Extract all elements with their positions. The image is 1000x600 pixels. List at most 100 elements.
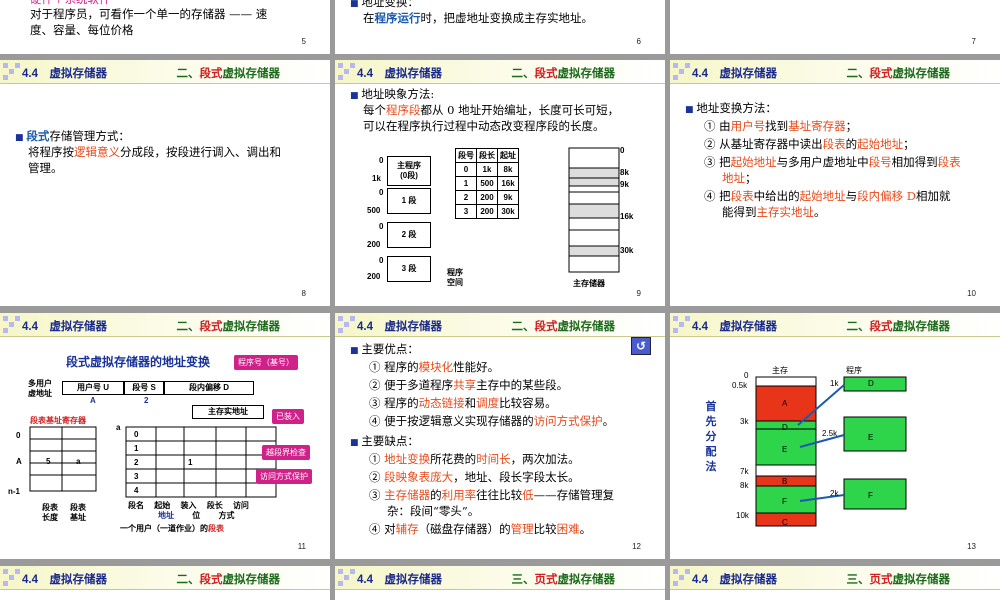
slide-title: 三、页式虚拟存储器 <box>511 574 616 586</box>
slide-12: 4.4 虚拟存储器 二、段式虚拟存储器 ↺ ■ 主要优点： ① 程序的模块化性能… <box>335 313 665 559</box>
mm-block: D <box>782 423 788 432</box>
program-space-label: 程序空间 <box>447 268 463 287</box>
mem-tick: 8k <box>620 168 629 177</box>
mem-tick: 9k <box>620 180 629 189</box>
mm-tick: 7k <box>740 467 749 476</box>
tick: 0 <box>379 156 384 165</box>
field-offset: 段内偏移 D <box>164 381 254 395</box>
label-2: 2 <box>144 396 149 405</box>
slide-13: 4.4 虚拟存储器 二、段式虚拟存储器 首先分配法 主存 程序 0 0.5k 3… <box>670 313 1000 559</box>
segment-3: 3 段 <box>387 256 431 282</box>
body-line: 可以在程序执行过程中动态改变程序段的长度。 <box>363 119 605 133</box>
section-label: 4.4 虚拟存储器 <box>357 321 442 333</box>
tag-loaded: 已装入 <box>272 409 304 424</box>
page-number: 8 <box>301 289 306 298</box>
slide-10: 4.4 虚拟存储器 二、段式虚拟存储器 ■ 地址变换方法： ① 由用户号找到基址… <box>670 60 1000 306</box>
field-user: 用户号 U <box>62 381 124 395</box>
mem-tick: 30k <box>620 246 634 255</box>
item-4: ④ 把段表中给出的起始地址与段内偏移 D相加就 <box>704 189 951 203</box>
reg-col-len: 段表长度 <box>42 503 58 522</box>
prog-tick: 2.5k <box>822 429 838 438</box>
base-register-table <box>29 426 97 492</box>
slide-title: 二、段式虚拟存储器 <box>846 68 951 80</box>
tick: 500 <box>367 206 381 215</box>
tag-bound-check: 越段界检查 <box>262 445 310 460</box>
mem-tick: 16k <box>620 212 634 221</box>
reg-row0: 0 <box>16 431 21 440</box>
slide-header: 4.4 虚拟存储器 二、段式虚拟存储器 <box>0 566 330 590</box>
prog-tick: 2k <box>830 489 839 498</box>
slide-7: 7 <box>670 0 1000 54</box>
mm-block: B <box>782 477 788 486</box>
slide-11: 4.4 虚拟存储器 二、段式虚拟存储器 段式虚拟存储器的地址变换 程序号（基号）… <box>0 313 330 559</box>
seg-row: 3 <box>134 472 139 481</box>
page-number: 11 <box>297 542 306 551</box>
prog-block: E <box>868 433 874 442</box>
seg-row: 1 <box>134 444 139 453</box>
first-fit-diagram <box>755 376 907 527</box>
return-button[interactable]: ↺ <box>631 337 651 355</box>
body-line: 在程序运行时，把虚地址变换成主存实地址。 <box>363 11 593 25</box>
bullet-text: ■ 地址变换方法： <box>685 101 777 115</box>
slide-title: 三、页式虚拟存储器 <box>846 574 951 586</box>
mm-block: A <box>782 399 788 408</box>
col-labels-2: 地址 位 方式 <box>158 511 235 520</box>
bullet-text: ■ 地址映象方法: <box>350 87 435 101</box>
seg-row: 4 <box>134 486 139 495</box>
section-label: 4.4 虚拟存储器 <box>357 68 442 80</box>
slide-header: 4.4 虚拟存储器 三、页式虚拟存储器 <box>335 566 665 590</box>
reg-rowA: A <box>16 457 22 466</box>
page-number: 12 <box>632 542 641 551</box>
slide-header: 4.4 虚拟存储器 二、段式虚拟存储器 <box>670 60 1000 84</box>
adv-1: ① 程序的模块化性能好。 <box>369 360 500 374</box>
adv-3: ③ 程序的动态链接和调度比较容易。 <box>369 396 557 410</box>
field-segment: 段号 S <box>124 381 164 395</box>
item-3: ③ 把起始地址与多用户虚地址中段号相加得到段表 <box>704 155 961 169</box>
adv-4: ④ 便于按逻辑意义实现存储器的访问方式保护。 <box>369 414 615 428</box>
advantages-heading: ■ 主要优点： <box>350 342 419 356</box>
tick: 0 <box>379 222 384 231</box>
va-label: 多用户虚地址 <box>28 379 52 398</box>
item-2: ② 从基址寄存器中读出段表的起始地址； <box>704 137 915 151</box>
section-label: 4.4 虚拟存储器 <box>357 574 442 586</box>
prog-block: F <box>868 491 873 500</box>
mm-tick: 8k <box>740 481 749 490</box>
body-line: 将程序按逻辑意义分成段，按段进行调入、调出和 <box>28 145 281 159</box>
side-label: 首先分配法 <box>705 400 717 473</box>
page-number: 6 <box>636 37 641 46</box>
mm-tick: 0 <box>744 371 749 380</box>
seg-row: 0 <box>134 430 139 439</box>
slide-title: 二、段式虚拟存储器 <box>176 321 281 333</box>
con-1: ① 地址变换所花费的时间长，两次加法。 <box>369 452 580 466</box>
segment-table-diagram <box>125 426 277 498</box>
con-3: ③ 主存储器的利用率往往比较低——存储管理复 <box>369 488 615 502</box>
con-3b: 杂：段间“零头”。 <box>387 504 480 518</box>
tick: 0 <box>379 188 384 197</box>
tag-program-number: 程序号（基号） <box>234 355 298 370</box>
body-line: 管理。 <box>28 161 63 175</box>
bullet-text: ■ 地址变换： <box>350 0 419 9</box>
real-address: 主存实地址 <box>192 405 264 419</box>
tick: 1k <box>372 174 381 183</box>
diagram-footnote: 一个用户（一道作业）的段表 <box>120 524 224 533</box>
slide-title: 二、段式虚拟存储器 <box>511 68 616 80</box>
diagram-heading: 段式虚拟存储器的地址变换 <box>66 355 211 369</box>
slide-header: 4.4 虚拟存储器 二、段式虚拟存储器 <box>0 60 330 84</box>
slide-title: 二、段式虚拟存储器 <box>846 321 951 333</box>
reg-val-a: a <box>76 457 81 466</box>
main-memory-label: 主存储器 <box>573 279 605 288</box>
slide-9: 4.4 虚拟存储器 二、段式虚拟存储器 ■ 地址映象方法: 每个程序段都从 0 … <box>335 60 665 306</box>
item-3b: 地址； <box>722 171 757 185</box>
page-number: 9 <box>636 289 641 298</box>
mem-tick: 0 <box>620 146 625 155</box>
col-labels: 段名 起始 装入 段长 访问 <box>128 501 249 510</box>
slide-header: 4.4 虚拟存储器 二、段式虚拟存储器 <box>670 313 1000 337</box>
segment-1: 1 段 <box>387 188 431 214</box>
page-number: 7 <box>971 37 976 46</box>
seg-row: 2 <box>134 458 139 467</box>
mm-block: C <box>782 518 788 527</box>
page-number: 10 <box>967 289 976 298</box>
body-line: 每个程序段都从 0 地址开始编址，长度可长可短， <box>363 103 620 117</box>
cons-heading: ■ 主要缺点： <box>350 434 419 448</box>
